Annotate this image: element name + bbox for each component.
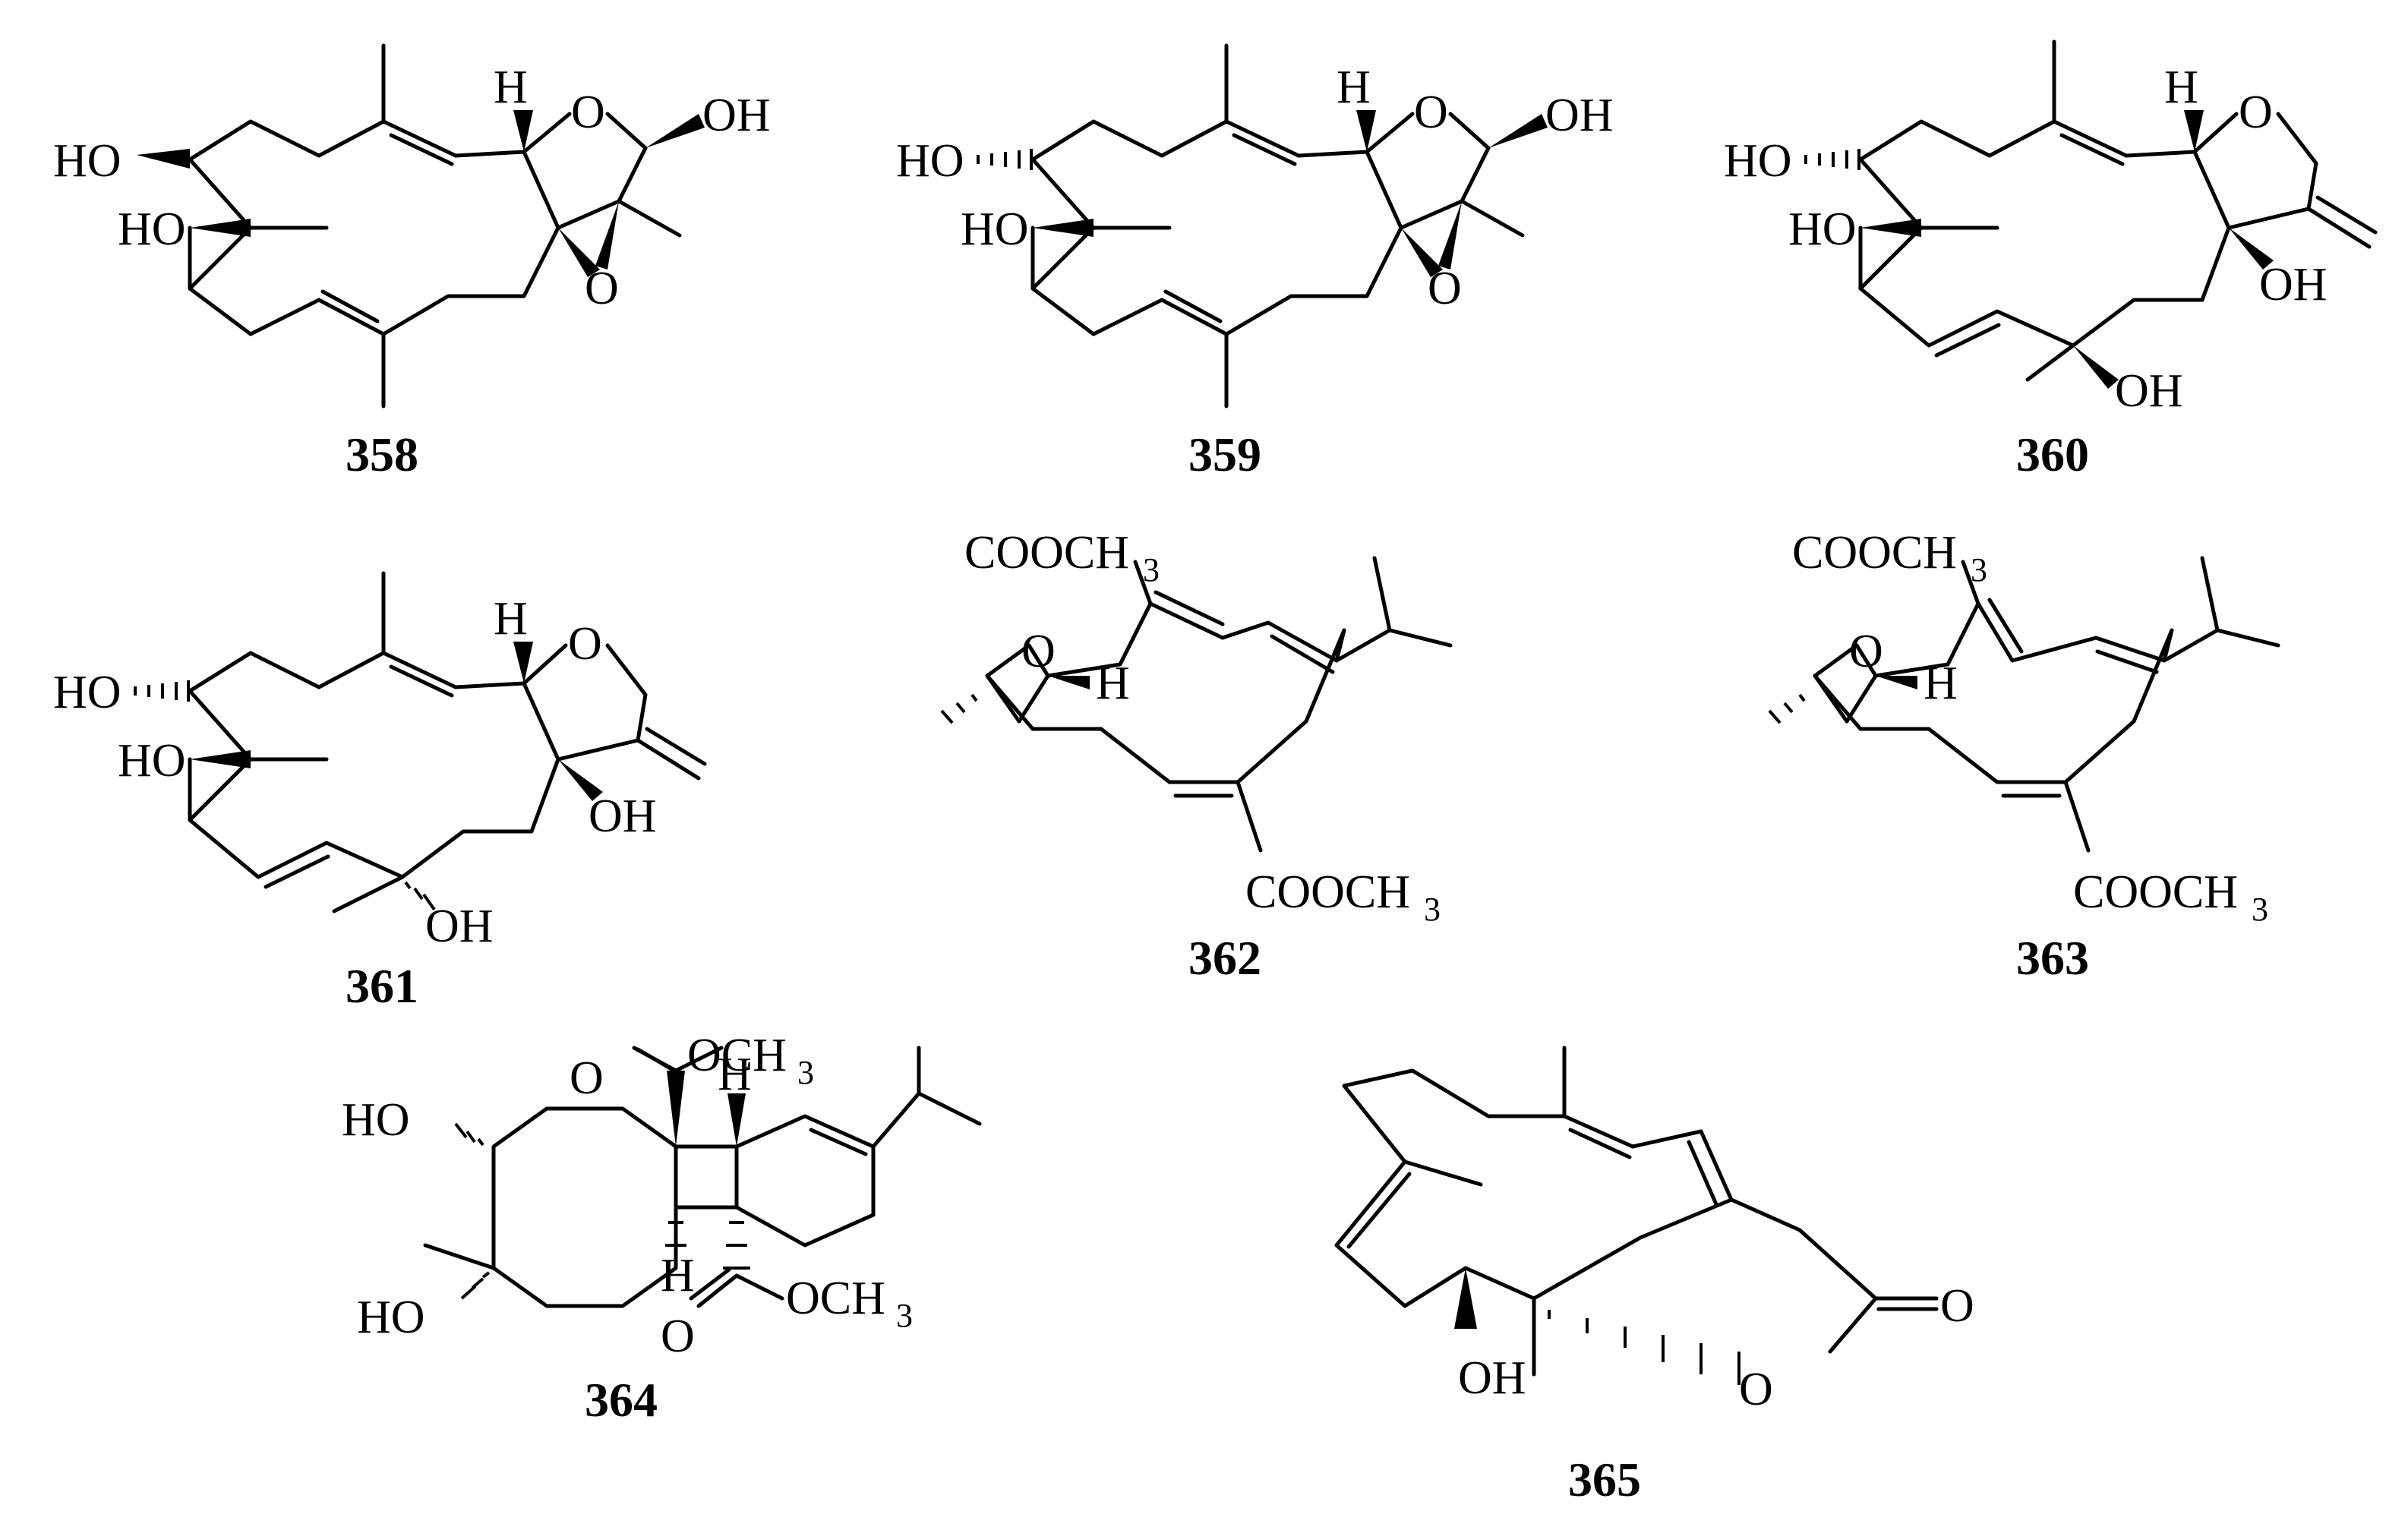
compound-361: HO HO H O OH OH 361 bbox=[53, 571, 707, 1013]
label-o-carbonyl: O bbox=[570, 1052, 604, 1104]
label-ho: HO bbox=[961, 203, 1029, 255]
compound-363-bonds bbox=[1768, 556, 2280, 853]
compound-365-bonds bbox=[1334, 1046, 1939, 1385]
label-h: H bbox=[494, 62, 528, 113]
compound-359-labels: HO HO H O OH O bbox=[896, 62, 1614, 314]
hash-bond bbox=[977, 149, 1033, 170]
label-h: H bbox=[1924, 658, 1958, 709]
label-oh: OH bbox=[1458, 1352, 1526, 1404]
label-methoxy: OCH bbox=[786, 1273, 885, 1324]
compound-362-labels: COOCH 3 O H COOCH 3 bbox=[964, 527, 1441, 928]
compound-number: 363 bbox=[2016, 931, 2089, 985]
compound-359-bonds bbox=[977, 43, 1548, 409]
compound-number: 358 bbox=[346, 427, 418, 481]
hash-bond bbox=[940, 693, 978, 724]
compound-number: 365 bbox=[1568, 1453, 1641, 1506]
label-oh: OH bbox=[589, 790, 657, 842]
label-o-epoxide: O bbox=[1021, 626, 1056, 677]
label-methoxy-subscript: 3 bbox=[896, 1297, 913, 1334]
label-o-ring: O bbox=[1739, 1364, 1773, 1415]
label-o-ring: O bbox=[571, 87, 605, 138]
hash-bond bbox=[1548, 1310, 1741, 1385]
label-ho: HO bbox=[118, 735, 186, 787]
label-oh: OH bbox=[702, 90, 771, 141]
label-ester-subscript: 3 bbox=[1971, 551, 1987, 588]
label-ester: COOCH bbox=[1792, 527, 1957, 579]
label-ho: HO bbox=[53, 135, 122, 187]
label-oh: OH bbox=[2259, 259, 2328, 311]
label-o-ring: O bbox=[568, 618, 602, 670]
compound-360: HO HO H O OH OH 360 bbox=[1724, 39, 2378, 481]
hash-bond bbox=[1804, 149, 1860, 170]
compound-362: COOCH 3 O H COOCH 3 362 bbox=[940, 527, 1453, 985]
hash-bond bbox=[454, 1122, 484, 1147]
label-h: H bbox=[661, 1250, 695, 1301]
compound-365: OH O O 365 bbox=[1334, 1046, 1974, 1506]
compound-number: 364 bbox=[585, 1373, 658, 1427]
compound-365-labels: OH O O bbox=[1458, 1280, 1974, 1415]
compound-number: 362 bbox=[1188, 931, 1261, 985]
compound-359: HO HO H O OH O 359 bbox=[896, 43, 1614, 481]
hash-bond bbox=[665, 1221, 686, 1247]
label-ester: COOCH bbox=[2073, 866, 2238, 918]
label-ester-subscript: 3 bbox=[1424, 891, 1441, 928]
label-h: H bbox=[1096, 658, 1130, 709]
hash-bond bbox=[1768, 693, 1806, 724]
label-ester-subscript: 3 bbox=[2252, 891, 2268, 928]
compound-363: COOCH 3 O H COOCH 3 363 bbox=[1768, 527, 2280, 985]
compound-360-bonds bbox=[1804, 39, 2378, 389]
hash-bond bbox=[460, 1271, 491, 1300]
compound-358-bonds bbox=[137, 43, 705, 409]
compound-number: 359 bbox=[1188, 427, 1261, 481]
label-o-ring: O bbox=[1414, 87, 1448, 138]
compound-361-bonds bbox=[134, 571, 707, 913]
compound-360-labels: HO HO H O OH OH bbox=[1724, 62, 2328, 417]
label-o-carbonyl: O bbox=[661, 1311, 695, 1362]
label-oh: OH bbox=[425, 901, 494, 952]
compound-362-bonds bbox=[940, 556, 1453, 853]
hash-bond bbox=[134, 680, 190, 702]
label-oh: OH bbox=[2115, 365, 2183, 417]
label-methoxy-subscript: 3 bbox=[797, 1054, 814, 1091]
compound-364-bonds bbox=[423, 1046, 982, 1308]
label-ho: HO bbox=[118, 203, 186, 255]
label-ester: COOCH bbox=[1245, 866, 1410, 918]
label-ester-subscript: 3 bbox=[1143, 551, 1160, 588]
compound-363-labels: COOCH 3 O H COOCH 3 bbox=[1792, 527, 2268, 928]
compound-358-labels: HO HO H O OH O bbox=[53, 62, 771, 314]
compound-number: 361 bbox=[346, 959, 418, 1013]
hash-bond bbox=[404, 881, 436, 911]
compound-361-labels: HO HO H O OH OH bbox=[53, 593, 657, 952]
label-h: H bbox=[718, 1049, 752, 1100]
label-ho: HO bbox=[342, 1094, 410, 1146]
label-h: H bbox=[1337, 62, 1371, 113]
label-h: H bbox=[2164, 62, 2198, 113]
label-o-epoxide: O bbox=[585, 263, 619, 314]
compound-364-labels: O OCH 3 H HO HO H O OCH 3 bbox=[342, 1030, 913, 1362]
label-ho: HO bbox=[1724, 135, 1792, 187]
label-o-carbonyl: O bbox=[1940, 1280, 1974, 1332]
label-o-epoxide: O bbox=[1849, 626, 1883, 677]
label-ester: COOCH bbox=[964, 527, 1129, 579]
label-ho: HO bbox=[53, 667, 122, 718]
label-oh: OH bbox=[1545, 90, 1614, 141]
label-ho: HO bbox=[1788, 203, 1857, 255]
label-o-ring: O bbox=[2239, 87, 2273, 138]
compound-358: HO HO H O OH O 358 bbox=[53, 43, 771, 481]
compound-number: 360 bbox=[2016, 427, 2089, 481]
label-methoxy: OCH bbox=[687, 1030, 787, 1081]
label-ho: HO bbox=[357, 1292, 425, 1343]
label-o-epoxide: O bbox=[1428, 263, 1462, 314]
label-ho: HO bbox=[896, 135, 964, 187]
hash-bond bbox=[723, 1221, 750, 1270]
label-h: H bbox=[494, 593, 528, 645]
compound-364: O OCH 3 H HO HO H O OCH 3 364 bbox=[342, 1030, 982, 1427]
